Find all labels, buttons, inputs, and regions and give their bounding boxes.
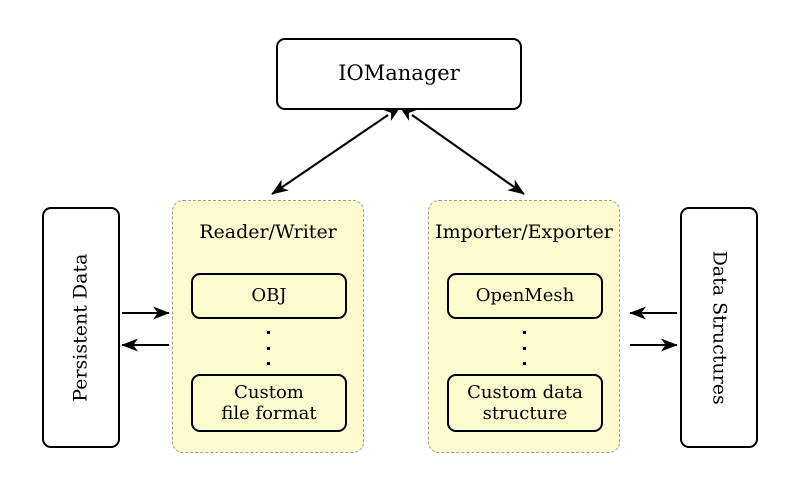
ellipsis-dot [266,331,270,334]
group-importer-exporter: Importer/Exporter OpenMesh Custom data s… [428,200,620,453]
node-io-manager-label: IOManager [338,61,460,86]
ellipsis-dot [266,346,270,350]
node-custom-file-format[interactable]: Custom file format [191,374,347,432]
edge-io-to-reader-writer [271,106,402,195]
node-openmesh-label: OpenMesh [475,285,575,307]
node-obj-label: OBJ [251,285,287,307]
group-importer-exporter-title: Importer/Exporter [435,221,613,243]
node-openmesh[interactable]: OpenMesh [447,273,603,319]
node-custom-file-format-line1: Custom [234,381,304,403]
edge-io-to-importer-exporter [398,105,525,195]
ellipsis-dot [266,362,270,365]
node-persistent-data[interactable]: Persistent Data [42,207,120,448]
node-persistent-data-label: Persistent Data [69,253,92,402]
node-custom-file-format-label: Custom file format [221,382,316,424]
node-custom-data-structure-line1: Custom data [467,381,583,403]
node-custom-data-structure[interactable]: Custom data structure [447,374,603,432]
group-reader-writer-title: Reader/Writer [199,221,337,243]
node-custom-file-format-line2: file format [221,403,317,424]
node-obj[interactable]: OBJ [191,273,347,319]
group-reader-writer: Reader/Writer OBJ Custom file format [172,200,364,453]
node-custom-data-structure-line2: structure [482,403,568,424]
ellipsis-dot [522,362,526,365]
node-data-structures[interactable]: Data Structures [680,207,758,448]
node-io-manager[interactable]: IOManager [276,38,522,110]
ellipsis-dot [522,346,526,350]
ellipsis-dot [522,331,526,334]
node-data-structures-label: Data Structures [708,250,731,405]
ellipsis-importer-exporter [429,331,619,365]
ellipsis-reader-writer [173,331,363,365]
node-custom-data-structure-label: Custom data structure [467,382,583,424]
